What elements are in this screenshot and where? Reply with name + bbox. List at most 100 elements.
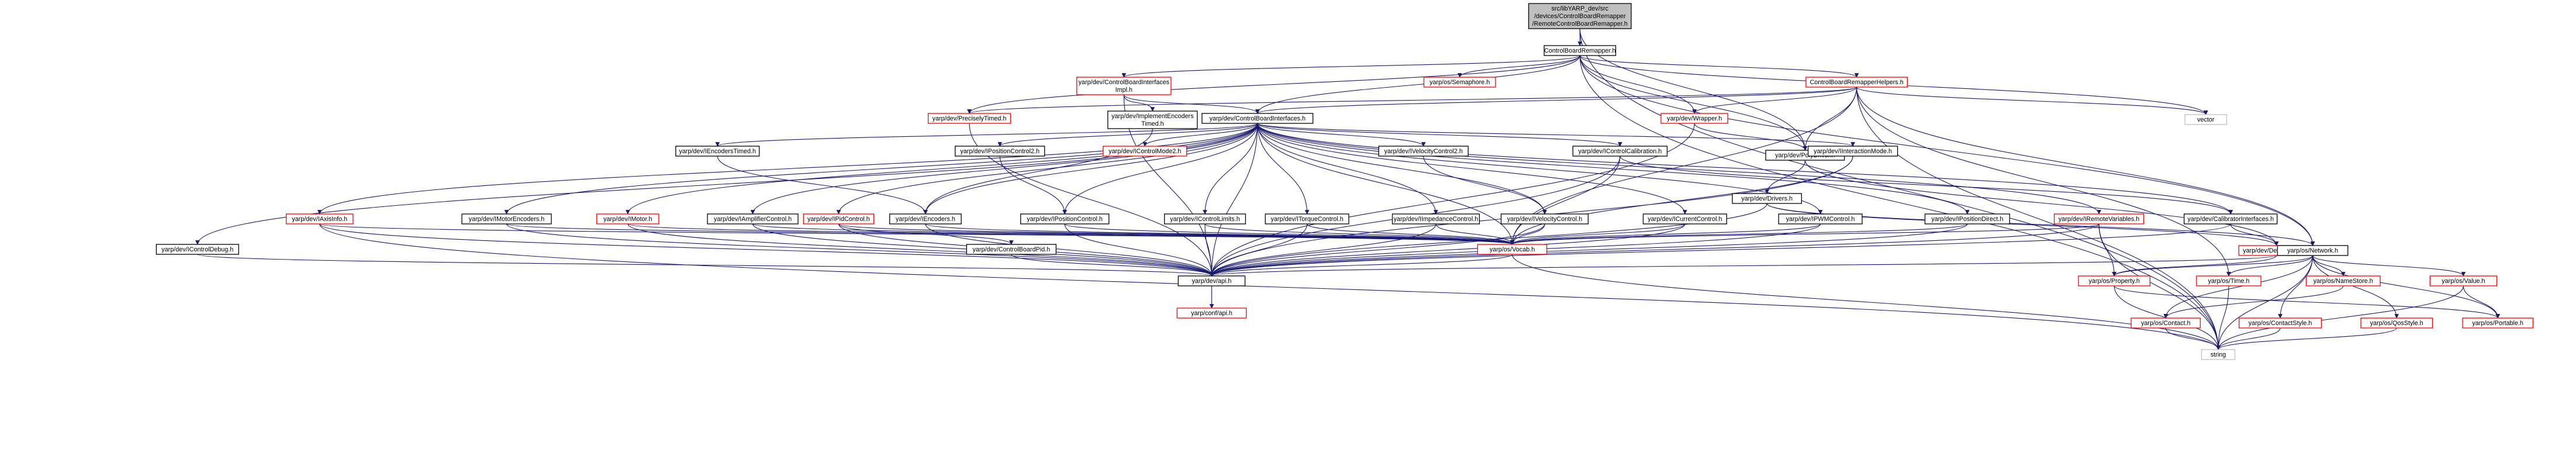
edge-vocab-to-string [1511, 254, 2221, 350]
node-ipid[interactable]: yarp/dev/IPidControl.h [803, 213, 875, 224]
node-itc-label-line-0: yarp/dev/ITorqueControl.h [1270, 216, 1343, 223]
node-confapi[interactable]: yarp/conf/api.h [1176, 308, 1247, 319]
node-network[interactable]: yarp/os/Network.h [2277, 245, 2349, 256]
node-network-label-line-0: yarp/os/Network.h [2287, 247, 2338, 254]
node-cbi[interactable]: yarp/dev/ControlBoardInterfaces.h [1201, 113, 1314, 124]
node-ivc2-label-line-0: yarp/dev/IVelocityControl2.h [1384, 148, 1462, 155]
edge-irv-to-property [2098, 223, 2117, 277]
node-ipwm-box [1778, 213, 1863, 224]
edge-cbr-to-string [1579, 55, 2221, 350]
node-calib[interactable]: yarp/dev/CalibratorInterfaces.h [2184, 213, 2278, 224]
node-enctimed-box [675, 146, 760, 157]
node-iim-box [1807, 146, 1898, 157]
node-qosstyle[interactable]: yarp/os/QosStyle.h [2360, 317, 2433, 329]
edge-vocab-to-api [1209, 254, 1513, 277]
node-imotenc[interactable]: yarp/dev/IMotorEncoders.h [461, 213, 552, 224]
node-namestore[interactable]: yarp/os/NameStore.h [2305, 275, 2381, 286]
node-string[interactable]: string [2201, 349, 2236, 360]
node-api[interactable]: yarp/dev/api.h [1177, 275, 1246, 286]
node-iim[interactable]: yarp/dev/IInteractionMode.h [1807, 146, 1898, 157]
node-ipc[interactable]: yarp/dev/IPositionControl.h [1020, 213, 1110, 224]
node-iamp[interactable]: yarp/dev/IAmplifierControl.h [707, 213, 799, 224]
node-vector[interactable]: vector [2184, 114, 2228, 125]
node-icdebug[interactable]: yarp/dev/IControlDebug.h [156, 244, 239, 255]
edge-iaxis-to-vocab [319, 223, 1514, 245]
node-cbrhelpers[interactable]: ControlBoardRemapperHelpers.h [1805, 77, 1908, 88]
node-ivc-label-line-0: yarp/dev/IVelocityControl.h [1507, 216, 1582, 223]
edge-network-to-contact [2163, 255, 2313, 319]
edge-icc-to-vocab [1510, 156, 1621, 245]
node-imotor-box [596, 213, 659, 224]
node-iaxis-label-line-0: yarp/dev/IAxisInfo.h [292, 216, 347, 223]
node-ipd[interactable]: yarp/dev/IPositionDirect.h [1924, 213, 2010, 224]
edge-devdriver-to-api [1210, 255, 2277, 277]
node-portable-box [2462, 317, 2534, 329]
edge-cbi-to-icl [1203, 123, 1258, 215]
node-iaxis[interactable]: yarp/dev/IAxisInfo.h [285, 213, 354, 224]
node-root[interactable]: src/libYARP_dev/src/devices/ControlBoard… [1528, 3, 1632, 29]
node-qosstyle-label-line-0: yarp/os/QosStyle.h [2370, 320, 2423, 327]
edge-icdebug-to-api [197, 254, 1214, 277]
node-icur[interactable]: yarp/dev/ICurrentControl.h [1642, 213, 1727, 224]
node-ipc2[interactable]: yarp/dev/IPositionControl2.h [955, 146, 1045, 157]
edge-network-to-qosstyle [2312, 255, 2399, 319]
node-icm2[interactable]: yarp/dev/IControlMode2.h [1103, 146, 1187, 157]
node-ivc-box [1500, 213, 1589, 224]
edge-imotor-to-api [627, 223, 1214, 277]
edge-cbr-to-polydriver [1579, 55, 1808, 151]
node-ienc[interactable]: yarp/dev/IEncoders.h [889, 213, 962, 224]
edge-cbi-to-icm2 [1142, 123, 1258, 147]
node-wrapper[interactable]: yarp/dev/Wrapper.h [1660, 113, 1728, 124]
node-imotenc-box [461, 213, 552, 224]
node-api-label-line-0: yarp/dev/api.h [1192, 278, 1232, 285]
node-imotor[interactable]: yarp/dev/IMotor.h [596, 213, 659, 224]
edge-network-to-property [2112, 255, 2313, 277]
edge-cbi-to-ienc [923, 123, 1258, 215]
node-ivc[interactable]: yarp/dev/IVelocityControl.h [1500, 213, 1589, 224]
node-value[interactable]: yarp/os/Value.h [2429, 275, 2498, 286]
node-time-label-line-0: yarp/os/Time.h [2208, 278, 2249, 285]
node-iimp[interactable]: yarp/dev/IImpedanceControl.h [1391, 213, 1480, 224]
edge-contactstyle-to-string [2216, 327, 2281, 350]
edge-cbi-to-irv [1257, 123, 2101, 215]
node-precisely[interactable]: yarp/dev/PreciselyTimed.h [927, 113, 1011, 124]
node-enctimed[interactable]: yarp/dev/IEncodersTimed.h [675, 146, 760, 157]
node-vocab[interactable]: yarp/os/Vocab.h [1477, 244, 1548, 255]
edge-ipid-to-cbpid [838, 223, 1014, 245]
edge-ivc-to-api [1209, 223, 1545, 277]
node-ipd-label-line-0: yarp/dev/IPositionDirect.h [1931, 216, 2003, 223]
node-contact[interactable]: yarp/os/Contact.h [2130, 317, 2201, 329]
node-irv[interactable]: yarp/dev/IRemoteVariables.h [2053, 213, 2145, 224]
node-cbpid[interactable]: yarp/dev/ControlBoardPid.h [966, 244, 1056, 255]
node-ipc2-box [955, 146, 1045, 157]
edge-iaxis-to-api [319, 223, 1214, 277]
edge-calib-to-devdriver [2230, 223, 2279, 246]
node-ivc2[interactable]: yarp/dev/IVelocityControl2.h [1378, 146, 1469, 157]
node-cbr[interactable]: ControlBoardRemapper.h [1543, 45, 1617, 56]
node-cbiimpl-label-line-0: yarp/dev/ControlBoardInterfaces [1079, 79, 1170, 86]
node-drivers-box [1732, 193, 1802, 204]
node-confapi-label-line-0: yarp/conf/api.h [1191, 310, 1232, 317]
node-itc[interactable]: yarp/dev/ITorqueControl.h [1265, 213, 1349, 224]
node-semaphore[interactable]: yarp/os/Semaphore.h [1423, 77, 1496, 88]
node-time[interactable]: yarp/os/Time.h [2196, 275, 2261, 286]
edge-ipd-to-api [1209, 223, 1968, 277]
edge-cbi-to-vocab [1257, 123, 1515, 245]
node-property[interactable]: yarp/os/Property.h [2078, 275, 2151, 286]
node-ipwm[interactable]: yarp/dev/IPWMControl.h [1778, 213, 1863, 224]
node-portable[interactable]: yarp/os/Portable.h [2462, 317, 2534, 329]
node-implenc-label-line-1: Timed.h [1141, 120, 1164, 127]
node-icl[interactable]: yarp/dev/IControlLimits.h [1164, 213, 1246, 224]
edge-polydriver-to-devdriver [1804, 160, 2279, 246]
node-icc[interactable]: yarp/dev/IControlCalibration.h [1572, 146, 1668, 157]
node-drivers[interactable]: yarp/dev/Drivers.h [1732, 193, 1802, 204]
edge-cbi-to-iimp [1257, 123, 1438, 215]
edge-cbr-to-cbiimpl [1121, 55, 1580, 78]
edge-cbiimpl-to-implenc [1123, 94, 1155, 112]
node-contactstyle[interactable]: yarp/os/ContactStyle.h [2239, 317, 2322, 329]
node-irv-label-line-0: yarp/dev/IRemoteVariables.h [2059, 216, 2139, 223]
edge-enctimed-to-ienc [717, 156, 928, 215]
